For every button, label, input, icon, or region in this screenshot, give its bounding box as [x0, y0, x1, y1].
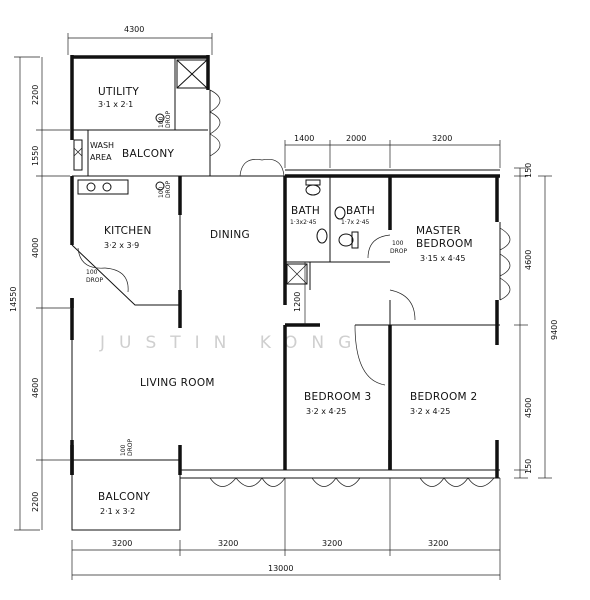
drop-utility-bottom: DROP	[165, 110, 172, 128]
bath1-name: BATH	[291, 205, 320, 217]
kitchen-name: KITCHEN	[104, 225, 152, 237]
dim-right-bottom-total: 9400	[550, 320, 559, 340]
wash-area-label-1: WASH	[90, 141, 114, 150]
dim-bottom-4: 3200	[428, 539, 448, 548]
dining-name: DINING	[210, 229, 250, 241]
drop-kitchen-door-top: 100	[86, 269, 98, 276]
fixtures	[73, 59, 359, 285]
balcony-bottom-name: BALCONY	[98, 491, 150, 503]
dim-right-bed2: 4500	[524, 398, 533, 418]
utility-name: UTILITY	[98, 86, 139, 98]
utility-size: 3·1 x 2·1	[98, 100, 133, 109]
drop-kitchen-top: 100	[158, 186, 165, 198]
dimension-labels: 4300 1400 2000 3200 2200 1550 4000 14550…	[9, 25, 559, 573]
balcony-top-name: BALCONY	[122, 148, 174, 160]
drop-kitchen-bottom: DROP	[165, 180, 172, 198]
dim-bottom-1: 3200	[112, 539, 132, 548]
bath2-size: 1·7x 2·45	[341, 219, 370, 226]
master-bedroom-line1: MASTER	[416, 225, 461, 237]
living-room-name: LIVING ROOM	[140, 377, 215, 389]
walls	[70, 55, 501, 531]
kitchen-size: 3·2 x 3·9	[104, 241, 139, 250]
drop-markers: 100 DROP 100 DROP 100 DROP 100 DROP 100 …	[86, 110, 408, 456]
watermark: JUSTIN KONG	[99, 333, 365, 353]
dim-corridor: 1200	[293, 292, 302, 312]
drop-kitchen-door-bottom: DROP	[86, 277, 104, 284]
dim-top-width: 4300	[124, 25, 144, 34]
dim-left-kitchen: 4000	[31, 238, 40, 258]
dim-left-balcony-bottom: 2200	[31, 492, 40, 512]
dim-left-living: 4600	[31, 378, 40, 398]
dim-left-total: 14550	[9, 287, 18, 312]
bath2-name: BATH	[346, 205, 375, 217]
bath1-size: 1·3x2·45	[290, 219, 317, 226]
dim-bottom-2: 3200	[218, 539, 238, 548]
wash-area-label-2: AREA	[90, 153, 112, 162]
dim-right-master: 4600	[524, 250, 533, 270]
drop-living-bottom: DROP	[127, 438, 134, 456]
master-bedroom-size: 3·15 x 4·45	[420, 254, 465, 263]
dimension-lines	[14, 33, 552, 580]
dim-left-balcony: 1550	[31, 146, 40, 166]
master-bedroom-line2: BEDROOM	[416, 238, 473, 250]
bedroom3-name: BEDROOM 3	[304, 391, 372, 403]
dim-left-utility: 2200	[31, 85, 40, 105]
drop-utility-top: 100	[158, 116, 165, 128]
dim-bottom-total: 13000	[268, 564, 293, 573]
dim-top-bath1: 1400	[294, 134, 314, 143]
drop-master-top: 100	[392, 240, 404, 247]
dim-top-master: 3200	[432, 134, 452, 143]
doors	[77, 89, 511, 487]
room-labels: UTILITY 3·1 x 2·1 WASH AREA BALCONY KITC…	[90, 86, 478, 516]
dim-bottom-3: 3200	[322, 539, 342, 548]
dim-right-bottom: 150	[524, 459, 533, 474]
balcony-bottom-size: 2·1 x 3·2	[100, 507, 135, 516]
dim-right-top: 150	[524, 163, 533, 178]
drop-master-bottom: DROP	[390, 248, 408, 255]
dim-top-bath2: 2000	[346, 134, 366, 143]
bedroom2-name: BEDROOM 2	[410, 391, 478, 403]
bedroom3-size: 3·2 x 4·25	[306, 407, 346, 416]
drop-living-top: 100	[120, 444, 127, 456]
bedroom2-size: 3·2 x 4·25	[410, 407, 450, 416]
